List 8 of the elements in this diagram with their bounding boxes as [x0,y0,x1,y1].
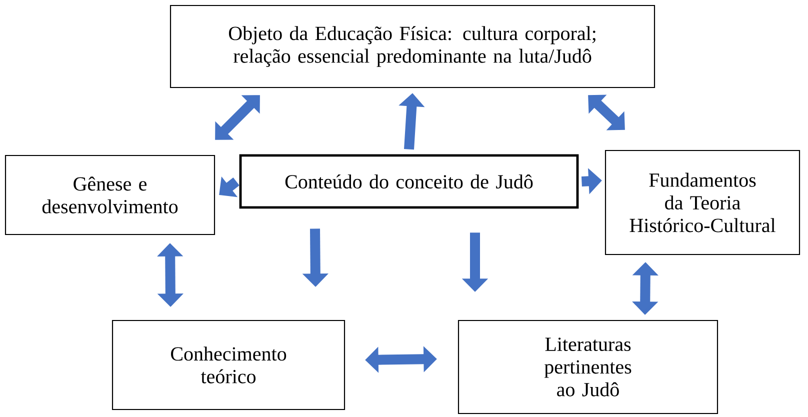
block-arrow [588,94,625,130]
theory-box: Fundamentos da Teoria Histórico-Cultural [604,150,800,256]
genesis-box: Gênese e desenvolvimento [4,154,216,236]
knowledge-box: Conhecimento teórico [112,320,346,410]
literature-box: Literaturas pertinentes ao Judô [458,320,718,414]
object-box: Objeto da Educação Física: cultura corporal; relação essencial predominante na luta/Judô [170,4,656,88]
block-arrow [215,95,260,140]
central-concept-box: Conteúdo do conceito de Judô [239,154,579,209]
